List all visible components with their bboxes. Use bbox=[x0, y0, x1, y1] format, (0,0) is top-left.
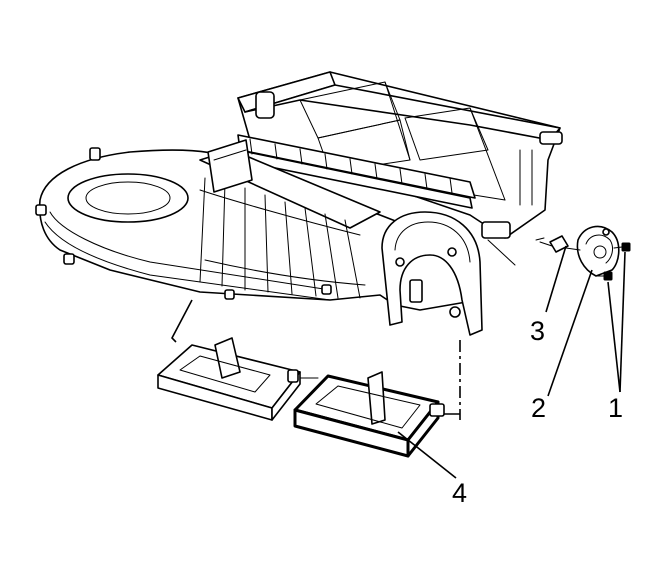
callout-3: 3 bbox=[530, 316, 545, 346]
upper-housing bbox=[237, 71, 563, 239]
callout-4: 4 bbox=[452, 478, 467, 508]
leader-1a bbox=[619, 251, 626, 393]
bolt-1-upper bbox=[613, 242, 631, 252]
bolt-3 bbox=[535, 235, 569, 253]
leader-4 bbox=[397, 431, 457, 479]
leader-3 bbox=[545, 245, 567, 313]
actuator-bracket bbox=[381, 211, 516, 336]
leader-2 bbox=[547, 269, 593, 397]
mode-door-left bbox=[157, 337, 319, 421]
callout-2: 2 bbox=[531, 393, 546, 423]
leader-lines bbox=[397, 245, 626, 479]
leader-1b bbox=[607, 281, 621, 393]
actuator-assembly bbox=[535, 225, 631, 281]
alignment-line-door-left bbox=[171, 299, 193, 343]
mode-door-4 bbox=[293, 371, 445, 458]
lower-case bbox=[35, 139, 479, 311]
bolt-1-lower bbox=[595, 271, 613, 281]
callout-1: 1 bbox=[608, 393, 623, 423]
